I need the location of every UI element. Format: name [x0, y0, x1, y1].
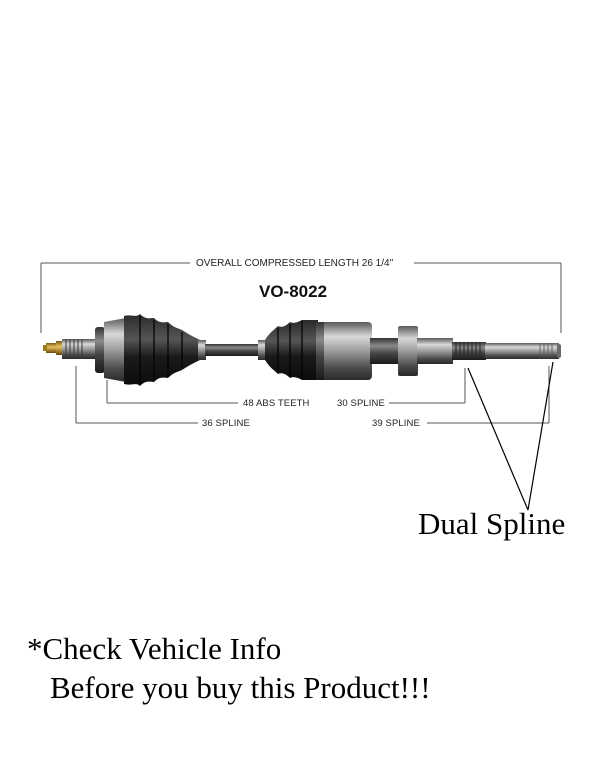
inner-boot [265, 320, 318, 380]
notice-line-2: Before you buy this Product!!! [50, 670, 431, 705]
notice-line-1: *Check Vehicle Info [27, 631, 282, 666]
inner-boot-clamp [258, 340, 266, 360]
spline36-dimension-line [75, 366, 198, 424]
support-bearing [398, 326, 418, 376]
main-shaft [205, 344, 267, 356]
spline-section-30 [452, 342, 486, 360]
outer-boot-ribs [139, 316, 183, 384]
cv-axle [43, 314, 561, 386]
stub-shaft [62, 339, 96, 359]
outer-cv-housing [104, 318, 126, 382]
inner-cv-housing [316, 322, 372, 380]
spline-section-39 [485, 343, 559, 359]
spline-30-teeth [455, 342, 481, 360]
end-spline-label: 39 SPLINE [372, 418, 420, 429]
overall-length-label: OVERALL COMPRESSED LENGTH 26 1/4" [196, 258, 394, 269]
abs-ring [95, 327, 105, 373]
dual-spline-annotation: Dual Spline [418, 506, 566, 541]
bearing-collar [417, 338, 453, 364]
axle-nut [43, 341, 64, 355]
intermediate-shaft [370, 338, 400, 364]
inner-boot-ribs [277, 321, 303, 379]
outer-boot [124, 314, 200, 386]
stub-spline [65, 339, 83, 359]
dual-spline-pointers [467, 361, 554, 511]
outer-spline-label: 36 SPLINE [202, 418, 250, 429]
outer-boot-clamp [198, 340, 206, 360]
spline30-dimension-line [389, 368, 466, 404]
spline39-dimension-line [427, 366, 550, 424]
inner-spline-label: 30 SPLINE [337, 398, 385, 409]
abs-teeth-dimension-line [106, 380, 238, 404]
part-number: VO-8022 [259, 282, 328, 301]
overall-length-bracket [40, 262, 562, 333]
spline-39-teeth [539, 343, 553, 359]
abs-teeth-label: 48 ABS TEETH [243, 398, 310, 409]
